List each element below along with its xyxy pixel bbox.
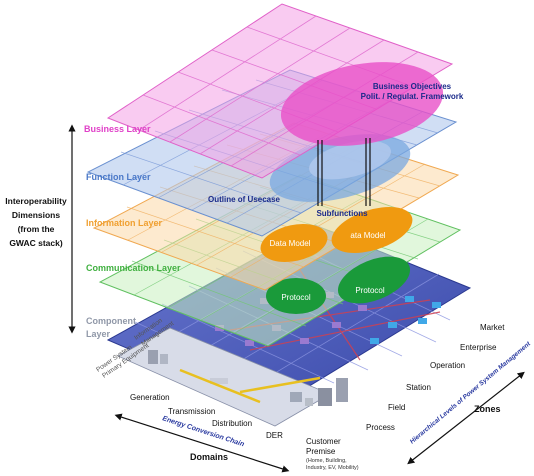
domain-customer-detail-line2: Industry, EV, Mobility) [306,465,359,471]
zones-axis-label: Zones [474,404,501,414]
side-title-line1: Interoperability [5,196,67,206]
side-title-line4: GWAC stack) [9,238,63,248]
data-model-left-label: Data Model [270,239,311,248]
domains-arrow [114,413,290,473]
domains-axis-label: Domains [190,452,228,462]
zone-operation: Operation [430,361,465,370]
business-layer-plane [106,3,454,179]
communication-layer-label: Communication Layer [86,263,181,273]
domain-transmission: Transmission [168,407,215,416]
domain-customer: Customer [306,437,341,446]
zone-process: Process [366,423,395,432]
outline-usecase-label: Outline of Usecase [208,195,281,204]
data-model-right-label: ata Model [350,231,385,240]
protocol-blob-right [337,256,411,304]
hierarchical-levels-label: Hierarchical Levels of Power System Mana… [409,340,533,446]
subfunctions-label: Subfunctions [316,209,368,218]
protocol-right-label: Protocol [355,286,385,295]
protocol-left-label: Protocol [281,293,311,302]
side-title-line2: Dimensions [12,210,60,220]
information-layer-label: Information Layer [86,218,163,228]
side-title: Interoperability Dimensions (from the GW… [5,196,67,248]
side-title-line3: (from the [18,224,55,234]
protocol-blob-left [266,278,326,314]
domain-generation: Generation [130,393,170,402]
domain-customer-detail-line1: (Home, Building, [306,458,347,464]
business-layer-label: Business Layer [84,124,151,134]
data-model-blob-left [260,224,328,262]
zone-station: Station [406,383,431,392]
component-layer-label-line1: Component [86,316,136,326]
component-layer-label-line2: Layer [86,329,111,339]
business-objectives-line2: Polit. / Regulat. Framework [361,92,464,101]
zone-field: Field [388,403,405,412]
domain-der: DER [266,431,283,440]
business-objectives-blob [280,62,444,146]
zones-axis: Market Enterprise Operation Station Fiel… [366,323,533,465]
power-equipment-icons [148,350,348,406]
business-objectives-line1: Business Objectives [373,82,452,91]
business-layer: Business Objectives Polit. / Regulat. Fr… [106,3,464,206]
data-model-blob-right [331,206,413,254]
subfunction-connectors [317,138,371,206]
zone-market: Market [480,323,505,332]
domain-premise: Premise [306,447,336,456]
zone-enterprise: Enterprise [460,343,497,352]
domain-distribution: Distribution [212,419,252,428]
function-layer-label: Function Layer [86,172,151,182]
zones-arrow [407,371,525,465]
